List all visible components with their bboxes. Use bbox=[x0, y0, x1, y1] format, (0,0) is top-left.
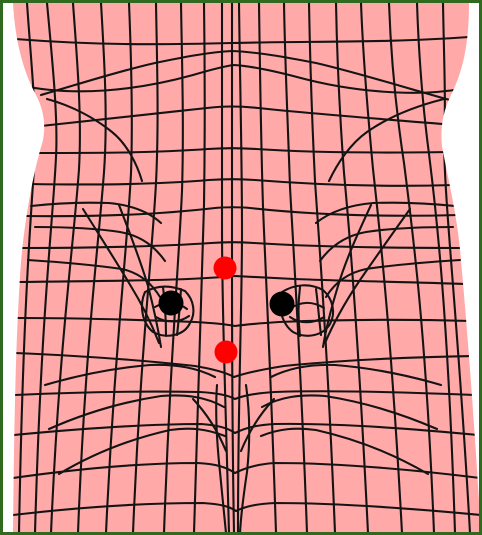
red-acupoint-marker[interactable] bbox=[214, 257, 237, 280]
torso-mesh-svg bbox=[3, 3, 482, 535]
red-acupoint-marker[interactable] bbox=[215, 341, 238, 364]
black-acupoint-marker[interactable] bbox=[159, 291, 184, 316]
black-acupoint-marker[interactable] bbox=[270, 292, 295, 317]
